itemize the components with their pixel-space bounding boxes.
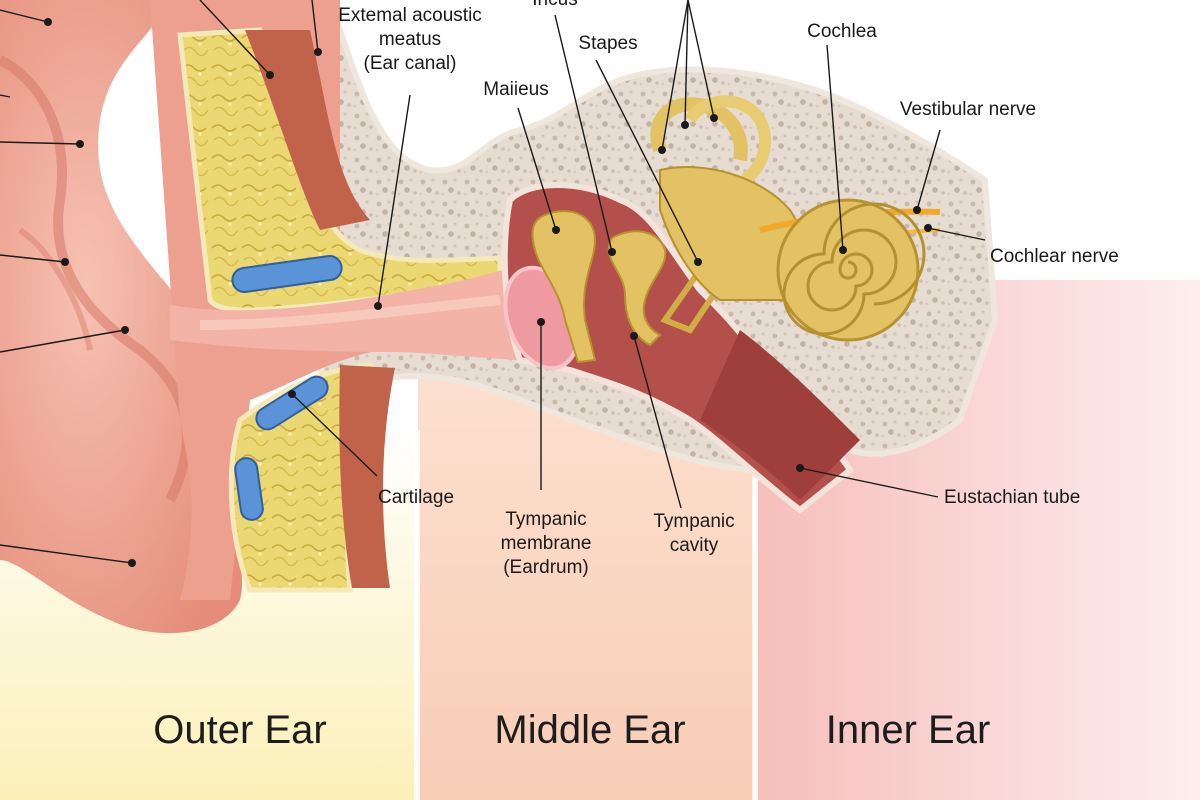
label-incus: Incus [522,0,588,12]
region-title-middle-ear: Middle Ear [494,708,686,752]
label-stapes: Stapes [578,33,638,54]
label-line: Tympanic [653,511,735,532]
cartilage-spot [234,457,264,521]
label-line: membrane [500,533,592,554]
label-cochlear-nerve: Cochlear nerve [990,246,1119,267]
label-line: (Ear canal) [363,53,457,74]
upper-cartilage-skin-layer [245,30,370,230]
incus-shape [607,230,667,347]
malleus-shape [531,210,597,364]
label-cochlea: Cochlea [807,21,877,42]
label-tympanic-cavity: Tympanic cavity [636,510,752,558]
semicircular-canal [684,95,771,185]
label-external-acoustic-meatus: Extemal acoustic meatus (Ear canal) [322,4,498,76]
label-line: Tympanic [505,509,587,530]
label-tympanic-membrane: Tympanic membrane (Eardrum) [484,508,608,580]
region-title-inner-ear: Inner Ear [825,708,991,752]
cochlea-shape [776,198,920,342]
label-line: meatus [378,29,442,50]
label-malleus: Maiieus [483,79,549,100]
region-title-outer-ear: Outer Ear [153,708,327,752]
label-eustachian-tube: Eustachian tube [944,487,1081,508]
label-vestibular-nerve: Vestibular nerve [899,99,1037,120]
label-line: cavity [669,535,719,556]
cartilage-spot [255,375,329,431]
eustachian-tube [700,330,860,500]
lower-cartilage-skin-layer [339,365,395,588]
label-line: (Eardrum) [503,557,589,578]
label-cartilage: Cartilage [377,487,455,508]
leader-dots [44,18,932,567]
label-line: Extemal acoustic [338,5,482,26]
cartilage-spot [231,255,343,293]
leader-lines [0,0,986,564]
